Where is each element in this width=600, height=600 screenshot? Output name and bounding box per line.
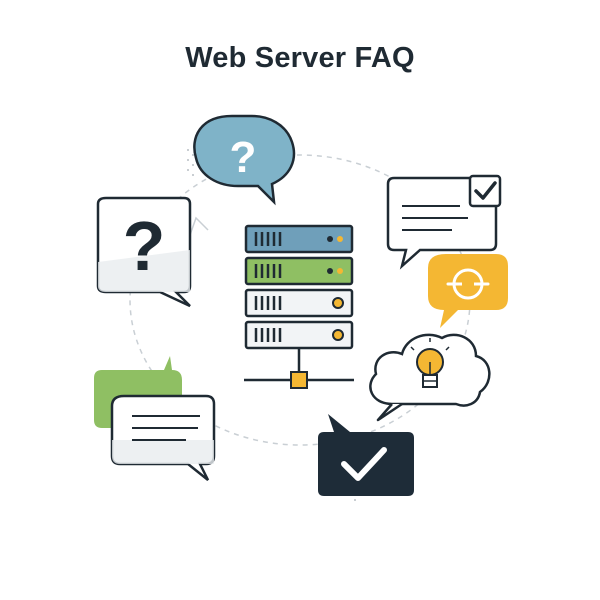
question-bubble-icon: ? [96,196,192,308]
checkmark-bubble-icon [318,414,414,496]
lightbulb-cloud-icon [369,333,491,422]
page-title: Web Server FAQ [185,42,415,74]
svg-text:?: ? [123,207,166,285]
question-bubble-icon: ? [193,114,296,206]
link-bubble-icon [428,254,508,328]
server-rack-icon [244,224,354,389]
check-icon [341,447,387,481]
checklist-bubble-icon [386,174,502,270]
chat-bubbles-icon [94,356,216,481]
check-icon [474,181,497,200]
orbit-arrow-icon [189,216,209,236]
network-node-icon [290,371,308,389]
svg-text:?: ? [230,133,257,182]
